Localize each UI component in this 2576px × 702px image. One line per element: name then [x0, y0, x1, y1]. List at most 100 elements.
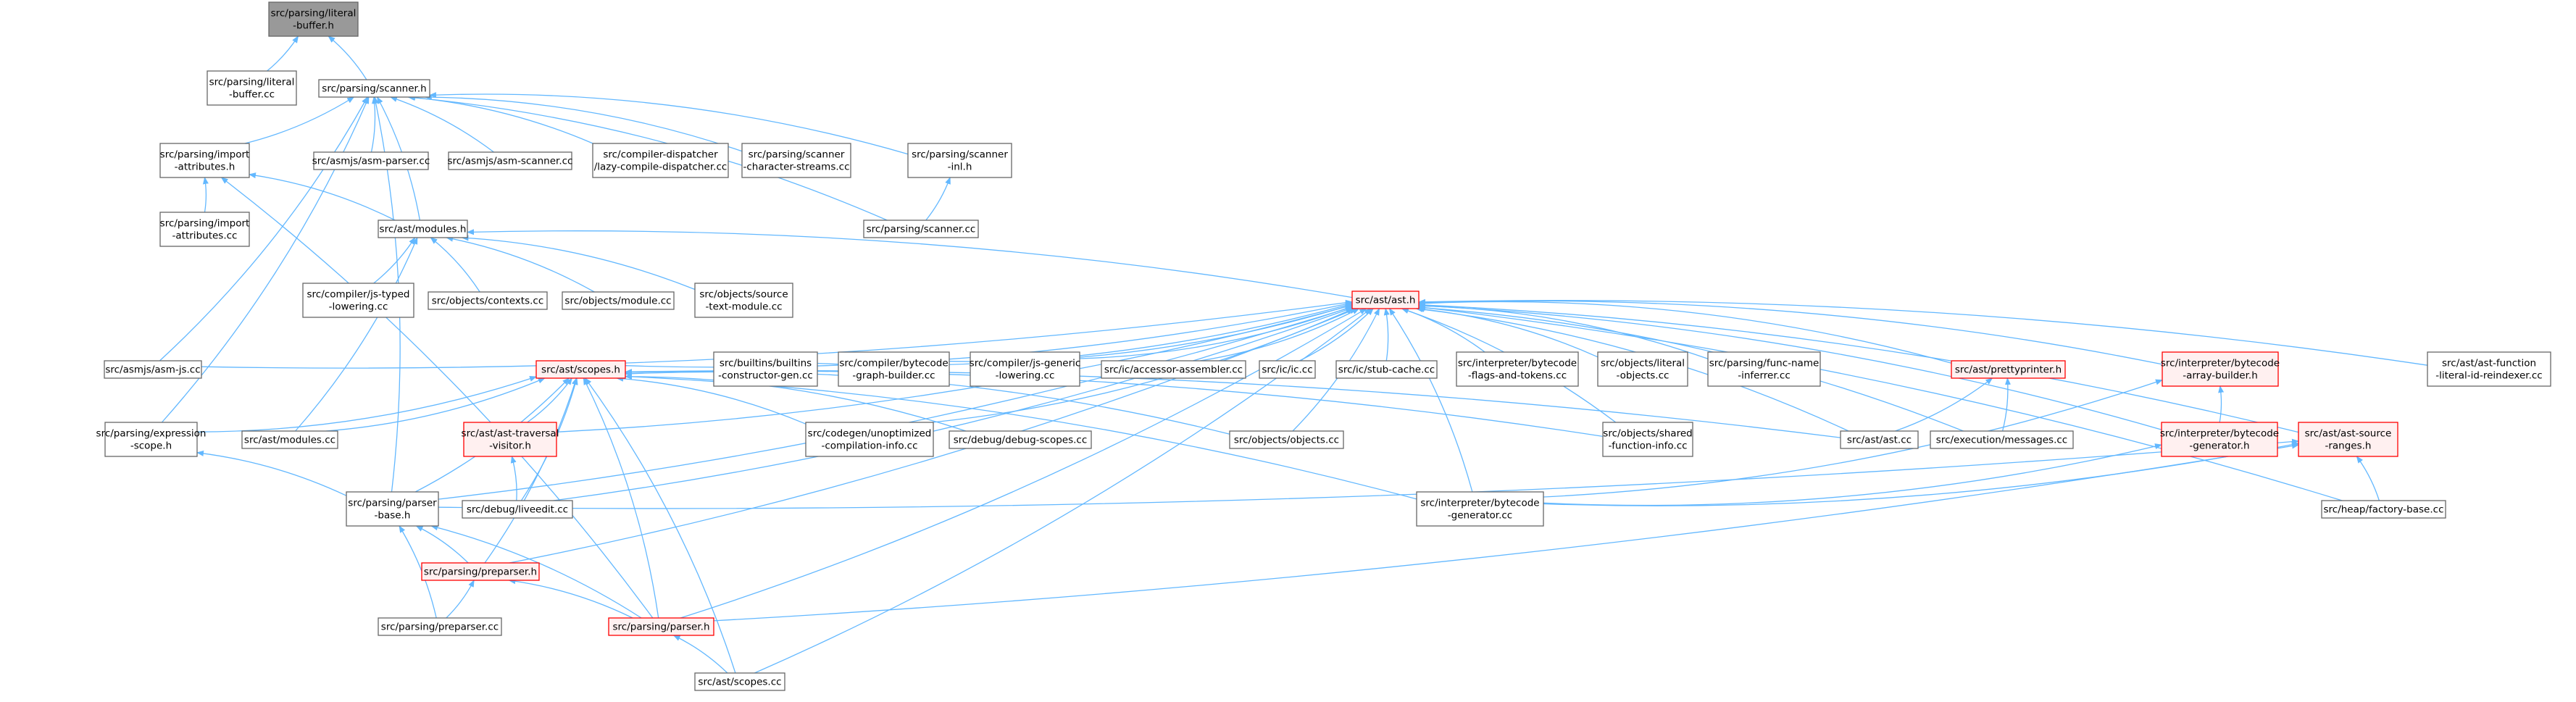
node-expression-scope-h[interactable]: src/parsing/expression-scope.h — [96, 422, 207, 457]
node-box — [104, 422, 198, 457]
edge-factory_base_cc-to-ast_h — [1418, 304, 2343, 501]
node-box — [421, 562, 540, 581]
node-label: src/ic/stub-cache.cc — [1338, 364, 1435, 376]
node-ast-traversal-visitor-h[interactable]: src/ast/ast-traversal-visitor.h — [462, 422, 559, 457]
node-modules-cc[interactable]: src/ast/modules.cc — [241, 430, 338, 449]
edge-messages_cc-to-ast_h — [1418, 305, 1964, 432]
node-box — [949, 430, 1092, 449]
node-box — [1229, 430, 1344, 449]
node-label: -buffer.h — [293, 20, 334, 32]
node-bytecode-generator-h[interactable]: src/interpreter/bytecode-generator.h — [2160, 422, 2279, 457]
node-box — [2427, 351, 2551, 387]
node-parser-base-h[interactable]: src/parsing/parser-base.h — [346, 491, 439, 527]
node-asm-scanner-cc[interactable]: src/asmjs/asm-scanner.cc — [448, 151, 573, 170]
node-label: src/ast/modules.cc — [244, 435, 335, 446]
node-scopes-cc[interactable]: src/ast/scopes.cc — [694, 672, 785, 691]
edge-messages_cc-to-prettyprinter_h — [2001, 377, 2011, 432]
edge-parser_base_h-to-ast_source_ranges_h — [438, 438, 2299, 509]
edge-modules_cc-to-modules_h — [295, 237, 418, 432]
node-scanner-inl-h[interactable]: src/parsing/scanner-inl.h — [907, 143, 1012, 178]
node-source-text-module-cc[interactable]: src/objects/source-text-module.cc — [694, 283, 793, 318]
node-label: -ranges.h — [2325, 440, 2371, 452]
edge-scopes_cc-to-scopes_h — [585, 377, 736, 674]
node-js-typed-lowering-cc[interactable]: src/compiler/js-typed-lowering.cc — [302, 283, 414, 318]
node-func-name-inferrer-cc[interactable]: src/parsing/func-name-inferrer.cc — [1707, 351, 1821, 387]
node-liveedit-cc[interactable]: src/debug/liveedit.cc — [462, 500, 573, 519]
node-literal-objects-cc[interactable]: src/objects/literal-objects.cc — [1597, 351, 1688, 387]
node-accessor-assembler-cc[interactable]: src/ic/accessor-assembler.cc — [1101, 360, 1246, 379]
node-label: -array-builder.h — [2183, 370, 2258, 382]
node-messages-cc[interactable]: src/execution/messages.cc — [1930, 430, 2074, 449]
node-label: -attributes.h — [175, 162, 235, 173]
edge-unoptimized_compilation_info_cc-to-scopes_h — [616, 375, 806, 425]
node-bytecode-graph-builder-cc[interactable]: src/compiler/bytecode-graph-builder.cc — [838, 351, 950, 387]
edge-preparser_h-to-scopes_h — [484, 377, 578, 564]
node-literal-buffer-h: src/parsing/literal-buffer.h — [268, 1, 359, 37]
node-scanner-h[interactable]: src/parsing/scanner.h — [318, 79, 430, 98]
node-import-attributes-cc[interactable]: src/parsing/import-attributes.cc — [159, 212, 250, 247]
node-box — [535, 360, 626, 379]
edge-debug_scopes_cc-to-scopes_h — [625, 373, 967, 432]
node-label: src/ast/ast-traversal — [462, 428, 559, 440]
node-label: -literal-id-reindexer.cc — [2435, 370, 2542, 382]
node-box — [378, 617, 502, 636]
node-label: src/ast/ast.h — [1356, 295, 1416, 306]
node-shared-function-info-cc[interactable]: src/objects/shared-function-info.cc — [1602, 422, 1693, 457]
node-ast-cc[interactable]: src/ast/ast.cc — [1840, 430, 1919, 449]
node-box — [318, 79, 430, 98]
edge-source_text_module_cc-to-modules_h — [461, 235, 696, 291]
node-lazy-compile-dispatcher-cc[interactable]: src/compiler-dispatcher/lazy-compile-dis… — [592, 143, 729, 178]
node-literal-buffer-cc[interactable]: src/parsing/literal-buffer.cc — [207, 70, 297, 106]
node-preparser-h[interactable]: src/parsing/preparser.h — [421, 562, 540, 581]
node-stub-cache-cc[interactable]: src/ic/stub-cache.cc — [1335, 360, 1438, 379]
node-scanner-character-streams-cc[interactable]: src/parsing/scanner-character-streams.cc — [741, 143, 851, 178]
node-import-attributes-h[interactable]: src/parsing/import-attributes.h — [159, 143, 250, 178]
edge-parser_h-to-parser_base_h — [430, 525, 642, 619]
node-contexts-cc[interactable]: src/objects/contexts.cc — [428, 291, 548, 310]
node-unoptimized-compilation-info-cc[interactable]: src/codegen/unoptimized-compilation-info… — [805, 422, 934, 457]
node-label: src/ic/accessor-assembler.cc — [1104, 364, 1243, 376]
node-box — [378, 220, 468, 238]
node-preparser-cc[interactable]: src/parsing/preparser.cc — [378, 617, 502, 636]
node-prettyprinter-h[interactable]: src/ast/prettyprinter.h — [1951, 360, 2066, 379]
node-box — [448, 151, 572, 170]
node-bytecode-flags-cc[interactable]: src/interpreter/bytecode-flags-and-token… — [1456, 351, 1579, 387]
edge-modules_cc-to-scopes_h — [325, 377, 546, 432]
nodes: src/parsing/literal-buffer.h src/parsing/… — [96, 1, 2551, 691]
node-label: src/execution/messages.cc — [1936, 435, 2067, 446]
node-box — [907, 143, 1012, 178]
node-bytecode-array-builder-h[interactable]: src/interpreter/bytecode-array-builder.h — [2161, 351, 2280, 387]
node-constructor-gen-cc[interactable]: src/builtins/builtins-constructor-gen.cc — [713, 351, 818, 387]
node-parser-h[interactable]: src/parsing/parser.h — [608, 617, 714, 636]
edge-scopes_cc-to-parser_h — [672, 635, 728, 674]
node-label: -generator.h — [2189, 440, 2249, 452]
node-asm-parser-cc[interactable]: src/asmjs/asm-parser.cc — [312, 151, 430, 170]
node-bytecode-generator-cc[interactable]: src/interpreter/bytecode-generator.cc — [1416, 491, 1544, 527]
edge-ast_traversal_visitor_h-to-ast_h — [556, 304, 1353, 433]
node-module-cc[interactable]: src/objects/module.cc — [562, 291, 675, 310]
node-scopes-h[interactable]: src/ast/scopes.h — [535, 360, 626, 379]
node-literal-id-reindexer-cc[interactable]: src/ast/ast-function-literal-id-reindexe… — [2427, 351, 2551, 387]
node-label: src/compiler/js-generic — [970, 358, 1081, 369]
edge-lazy_compile_dispatcher_cc-to-scanner_h — [408, 94, 593, 144]
node-ic-cc[interactable]: src/ic/ic.cc — [1259, 360, 1316, 379]
node-label: src/parsing/preparser.h — [424, 567, 537, 578]
edge-accessor_assembler_cc-to-ast_h — [1199, 308, 1360, 362]
node-label: src/parsing/scanner.cc — [867, 224, 976, 235]
node-debug-scopes-cc[interactable]: src/debug/debug-scopes.cc — [949, 430, 1092, 449]
node-label: src/compiler/bytecode — [839, 358, 948, 369]
node-asm-js-cc[interactable]: src/asmjs/asm-js.cc — [104, 360, 202, 379]
node-factory-base-cc[interactable]: src/heap/factory-base.cc — [2321, 500, 2446, 519]
node-js-generic-lowering-cc[interactable]: src/compiler/js-generic-lowering.cc — [970, 351, 1081, 387]
node-modules-h[interactable]: src/ast/modules.h — [378, 220, 468, 238]
node-box — [346, 491, 439, 527]
node-label: src/codegen/unoptimized — [808, 428, 932, 440]
edge-bytecode_generator_h-to-ast_h — [1418, 303, 2162, 430]
node-objects-cc[interactable]: src/objects/objects.cc — [1229, 430, 1344, 449]
node-label: src/parsing/scanner — [749, 149, 845, 161]
node-ast-source-ranges-h[interactable]: src/ast/ast-source-ranges.h — [2298, 422, 2398, 457]
node-scanner-cc[interactable]: src/parsing/scanner.cc — [863, 220, 979, 238]
node-label: src/ast/scopes.h — [541, 364, 620, 376]
node-ast-h[interactable]: src/ast/ast.h — [1351, 291, 1420, 309]
